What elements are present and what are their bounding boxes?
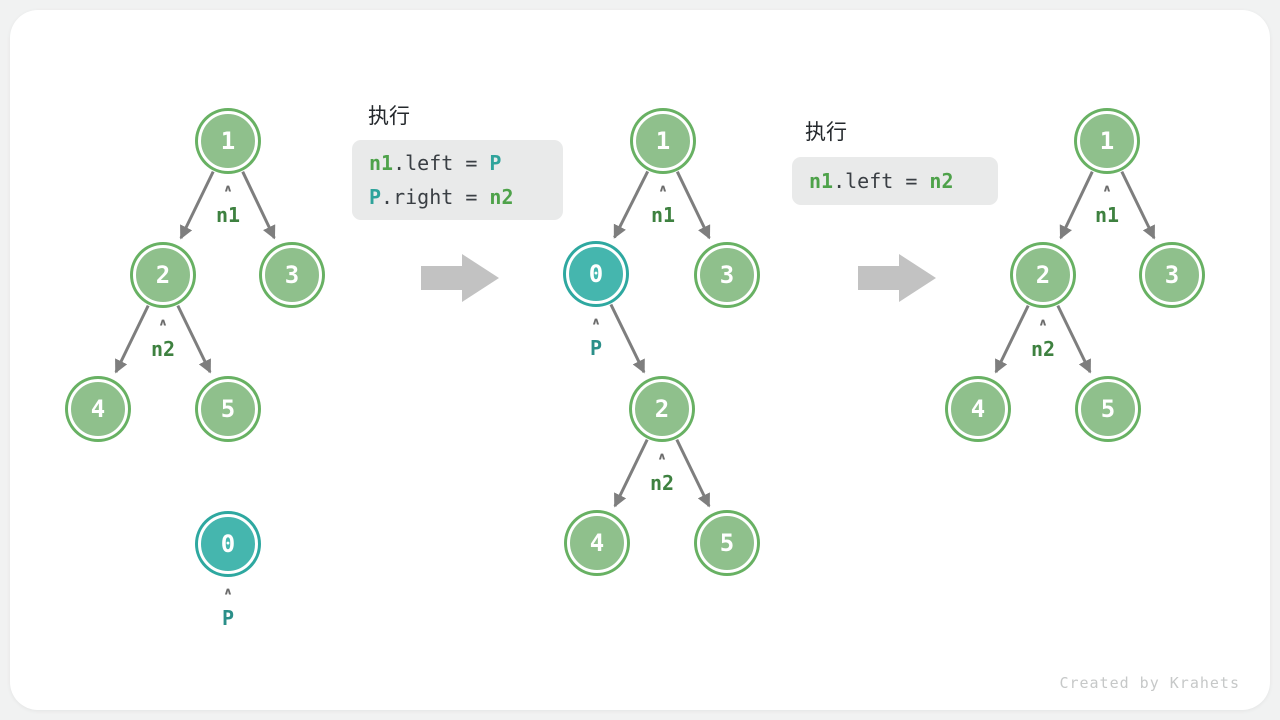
tree3-pointer-n2: ∧ n2	[1003, 315, 1083, 361]
code-block: n1.left = n2	[792, 157, 998, 205]
step-arrow-icon	[858, 254, 936, 302]
node-value: 4	[90, 395, 106, 423]
node-value: 5	[1100, 395, 1116, 423]
node-value: 0	[588, 260, 604, 288]
code-token: P	[489, 151, 502, 175]
up-caret-icon: ∧	[223, 585, 233, 598]
code-line: n1.left = P	[369, 146, 563, 180]
tree1-node-3: 3	[262, 245, 322, 305]
tree3-node-5: 5	[1078, 379, 1138, 439]
pointer-label: n1	[215, 203, 241, 227]
tree3-node-2: 2	[1013, 245, 1073, 305]
tree2-node-1: 1	[633, 111, 693, 171]
tree3-node-1: 1	[1077, 111, 1137, 171]
tree1-pointer-n1: ∧ n1	[188, 181, 268, 227]
tree3-node-4: 4	[948, 379, 1008, 439]
code-token: n2	[489, 185, 514, 209]
pointer-label: P	[589, 336, 603, 360]
node-value: 4	[589, 529, 605, 557]
exec-title: 执行	[368, 104, 410, 128]
code-token: .right =	[381, 185, 490, 209]
node-value: 5	[719, 529, 735, 557]
node-value: 5	[220, 395, 236, 423]
watermark: Created by Krahets	[1059, 674, 1240, 692]
tree1-node-2: 2	[133, 245, 193, 305]
tree1-pointer-n2: ∧ n2	[123, 315, 203, 361]
pointer-label: n1	[1094, 203, 1120, 227]
up-caret-icon: ∧	[1102, 182, 1112, 195]
code-line: n1.left = n2	[809, 157, 998, 205]
node-value: 1	[220, 127, 236, 155]
node-value: 2	[1035, 261, 1051, 289]
tree3-pointer-n1: ∧ n1	[1067, 181, 1147, 227]
up-caret-icon: ∧	[1038, 316, 1048, 329]
tree2-pointer-n2: ∧ n2	[622, 449, 702, 495]
tree2-node-4: 4	[567, 513, 627, 573]
pointer-label: P	[221, 606, 235, 630]
up-caret-icon: ∧	[158, 316, 168, 329]
up-caret-icon: ∧	[657, 450, 667, 463]
tree2-node-5: 5	[697, 513, 757, 573]
node-value: 4	[970, 395, 986, 423]
node-value: 2	[654, 395, 670, 423]
up-caret-icon: ∧	[223, 182, 233, 195]
exec-title: 执行	[805, 120, 847, 144]
code-token: n1	[369, 151, 394, 175]
code-line: P.right = n2	[369, 180, 563, 214]
tree2-node-2: 2	[632, 379, 692, 439]
up-caret-icon: ∧	[591, 315, 601, 328]
pointer-label: n2	[150, 337, 176, 361]
node-value: 3	[719, 261, 735, 289]
tree1-node-0: 0	[198, 514, 258, 574]
code-token: .left =	[393, 151, 490, 175]
node-value: 3	[284, 261, 300, 289]
up-caret-icon: ∧	[658, 182, 668, 195]
tree1-node-5: 5	[198, 379, 258, 439]
tree2-node-0: 0	[566, 244, 626, 304]
code-token: n1	[809, 169, 834, 193]
node-value: 1	[1099, 127, 1115, 155]
tree3-node-3: 3	[1142, 245, 1202, 305]
tree1-pointer-P: ∧ P	[188, 584, 268, 630]
node-value: 1	[655, 127, 671, 155]
pointer-label: n1	[650, 203, 676, 227]
tree1-node-1: 1	[198, 111, 258, 171]
node-value: 0	[220, 530, 236, 558]
pointer-label: n2	[1030, 337, 1056, 361]
code-token: P	[369, 185, 382, 209]
code-block: n1.left = P P.right = n2	[352, 140, 563, 220]
code-token: n2	[929, 169, 954, 193]
tree1-node-4: 4	[68, 379, 128, 439]
step-arrow-icon	[421, 254, 499, 302]
node-value: 3	[1164, 261, 1180, 289]
tree2-node-3: 3	[697, 245, 757, 305]
node-value: 2	[155, 261, 171, 289]
pointer-label: n2	[649, 471, 675, 495]
tree2-pointer-n1: ∧ n1	[623, 181, 703, 227]
code-token: .left =	[833, 169, 930, 193]
tree2-pointer-P: ∧ P	[556, 314, 636, 360]
